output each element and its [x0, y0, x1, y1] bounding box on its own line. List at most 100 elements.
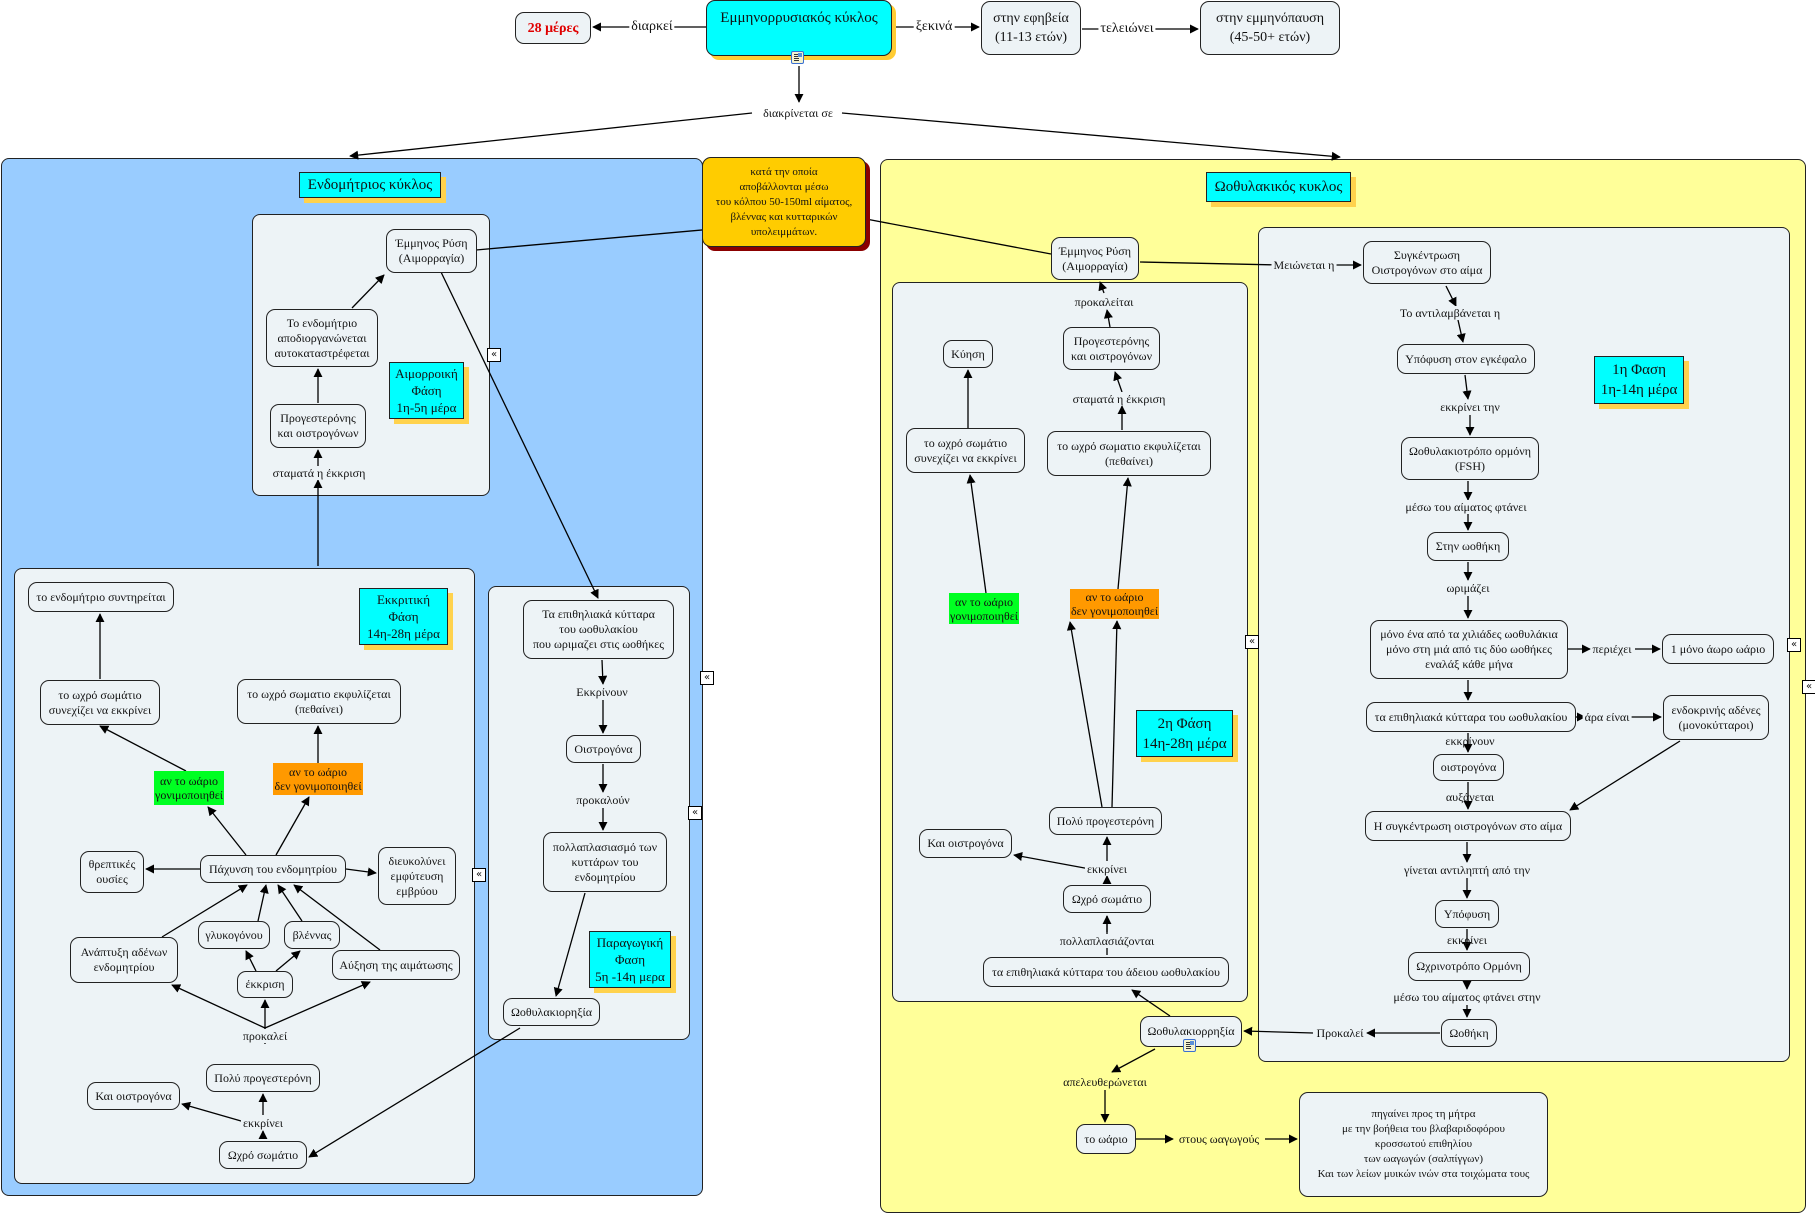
foll-and-estrogens-node[interactable]: Και οιστρογόνα [919, 829, 1012, 858]
foll-to-tubes-link: στους ωαγωγούς [1176, 1132, 1262, 1146]
ends-link-label: τελειώνει [1098, 21, 1156, 36]
endo-stops-link: σταματά η έκκριση [270, 466, 368, 480]
collapse-icon[interactable]: « [472, 868, 486, 882]
foll-decreases-link: Μειώνεται η [1271, 258, 1337, 272]
endo-secretion-node[interactable]: έκκριση [237, 971, 293, 998]
foll-ovary-node[interactable]: Ωοθήκη [1441, 1019, 1497, 1047]
foll-caused-link: προκαλείται [1072, 295, 1136, 309]
collapse-icon[interactable]: « [1802, 680, 1815, 694]
endo-much-progesterone-node[interactable]: Πολύ προγεστερόνη [206, 1064, 320, 1092]
collapse-icon[interactable]: « [487, 348, 501, 362]
foll-perceived-link: Το αντιλαμβάνεται η [1397, 306, 1503, 320]
foll-cl-degenerates-node[interactable]: το ωχρό σωματιο εκφυλίζεται (πεθαίνει) [1047, 431, 1211, 476]
endo-epithelial-node[interactable]: Τα επιθηλιακά κύτταρα του ωοθυλακίου που… [523, 600, 674, 659]
endo-cause-link: προκαλούν [574, 793, 632, 807]
foll-released-link: απελευθερώνεται [1061, 1075, 1149, 1089]
foll-egg-node[interactable]: το ωάριο [1076, 1124, 1136, 1154]
main-concept-node[interactable]: Εμμηνορρυσιακός κύκλος [706, 0, 892, 56]
follicular-title: Ωοθυλακικός κυκλος [1206, 172, 1351, 202]
foll-tube-transport-node[interactable]: πηγαίνει προς τη μήτρα με την βοήθεια το… [1299, 1092, 1548, 1197]
foll-immature-egg-node[interactable]: 1 μόνο άωρο ωάριο [1662, 634, 1774, 664]
endo-breakdown-node[interactable]: Το ενδομήτριο αποδιοργανώνεται αυτοκατασ… [266, 309, 378, 367]
foll-hormones-node[interactable]: Προγεστερόνης και οιστρογόνων [1063, 327, 1160, 370]
endo-multiplication-node[interactable]: πολλαπλασιασμό των κυττάρων του ενδομητρ… [543, 832, 667, 892]
endo-thickening-node[interactable]: Πάχυνση του ενδομητρίου [200, 855, 346, 883]
foll-menses-node[interactable]: Έμμηνος Ρύση (Αιμορραγία) [1051, 237, 1139, 280]
foll-contains-link: περιέχει [1590, 642, 1634, 656]
endo-cl-degenerates-node[interactable]: το ωχρό σωματιο εκφυλίζεται (πεθαίνει) [237, 679, 401, 724]
foll-if-not-fertilized: αν το ωάριο δεν γονιμοποιηθεί [1070, 589, 1159, 619]
foll-multiply-link: πολλαπλασιάζονται [1057, 934, 1157, 948]
endo-causes-link: προκαλεί [240, 1029, 290, 1043]
foll-cl-continues-node[interactable]: το ωχρό σωμάτιο συνεχίζει να εκκρίνει [906, 428, 1025, 473]
foll-matures-link: ωριμάζει [1444, 581, 1492, 595]
endo-cl-continues-node[interactable]: το ωχρό σωμάτιο συνεχίζει να εκκρίνει [40, 680, 160, 725]
foll-fsh-node[interactable]: Ωοθυλακιοτρόπο ορμόνη (FSH) [1401, 437, 1539, 480]
endo-and-estrogens-node[interactable]: Και οιστρογόνα [87, 1082, 180, 1110]
endo-secrete-link: Εκκρίνουν [574, 685, 630, 699]
foll-blood-estrogen-node[interactable]: Η συγκέντρωση οιστρογόνων στο αίμα [1365, 811, 1571, 841]
endo-glycogen-node[interactable]: γλυκογόνου [198, 921, 270, 949]
endo-implantation-node[interactable]: διευκολύνει εμφύτευση εμβρύου [378, 847, 456, 905]
foll-therefore-link: άρα είναι [1582, 710, 1632, 724]
foll-stops-link: σταματά η έκκριση [1070, 392, 1168, 406]
foll-via-blood-to-link: μέσω του αίματος φτάνει στην [1391, 990, 1543, 1004]
foll-much-progesterone-node[interactable]: Πολύ προγεστερόνη [1049, 807, 1162, 835]
proliferative-phase-label: Παραγωγική Φαση 5η -14η μερα [589, 931, 671, 988]
endo-blood-supply-node[interactable]: Αύξηση της αιμάτωσης [332, 950, 460, 980]
duration-link-label: διαρκεί [629, 19, 675, 34]
foll-corpus-luteum-node[interactable]: Ωχρό σωμάτιο [1063, 885, 1151, 913]
foll-lh-node[interactable]: Ωχρινοτρόπο Ορμόνη [1408, 952, 1530, 981]
foll-secretes-link2: εκκρίνει [1446, 933, 1488, 947]
phase1-label: 1η Φαση 1η-14η μέρα [1594, 356, 1684, 404]
puberty-node[interactable]: στην εφηβεία (11-13 ετών) [981, 1, 1081, 55]
phase2-label: 2η Φάση 14η-28η μέρα [1136, 710, 1233, 757]
collapse-icon[interactable]: « [688, 806, 702, 820]
divides-link-label: διακρίνεται σε [761, 106, 835, 120]
duration-value-node[interactable]: 28 μέρες [515, 12, 591, 44]
menstrual-phase-label: Αιμορροική Φάση 1η-5η μέρα [389, 362, 464, 419]
foll-follicle-epithelial-node[interactable]: τα επιθηλιακά κύτταρα του ωοθυλακίου [1366, 702, 1576, 732]
collapse-icon[interactable]: « [1245, 635, 1259, 649]
foll-estrogens-node[interactable]: οιστρογόνα [1433, 754, 1504, 781]
endo-nutrients-node[interactable]: θρεπτικές ουσίες [80, 851, 144, 893]
endo-maintained-node[interactable]: το ενδομήτριο συντηρείται [28, 582, 174, 612]
endo-estrogens-node[interactable]: Οιστρογόνα [566, 735, 641, 763]
endo-secretes-link: εκκρίνει [240, 1116, 286, 1130]
foll-secretes-the-link: εκκρίνει την [1438, 400, 1502, 414]
starts-link-label: ξεκινά [913, 19, 955, 34]
foll-estrogen-conc-node[interactable]: Συγκέντρωση Οιστρογόνων στο αίμα [1363, 241, 1491, 284]
endo-gland-growth-node[interactable]: Ανάπτυξη αδένων ενδομητρίου [70, 937, 178, 983]
endo-if-fertilized: αν το ωάριο γονιμοποιηθεί [154, 771, 224, 805]
foll-perceived-by-link: γίνεται αντιληπτή από την [1401, 863, 1533, 877]
edge-connector [349, 112, 753, 160]
foll-causes-link: Προκαλεί [1314, 1026, 1366, 1040]
foll-via-blood-link: μέσω του αίματος φτάνει [1403, 500, 1529, 514]
foll-empty-follicle-node[interactable]: τα επιθηλιακά κύτταρα του άδειου ωοθυλακ… [983, 957, 1229, 987]
foll-pituitary-brain-node[interactable]: Υπόφυση στον εγκέφαλο [1397, 344, 1535, 374]
endo-menses-node[interactable]: Έμμηνος Ρύση (Αιμορραγία) [386, 229, 477, 273]
foll-endocrine-glands-node[interactable]: ενδοκρινής αδένες (μονοκύτταροι) [1663, 695, 1769, 740]
edge-connector [841, 112, 1341, 161]
collapse-icon[interactable]: « [1787, 638, 1801, 652]
collapse-icon[interactable]: « [700, 671, 714, 685]
main-concept-note-icon[interactable] [791, 51, 804, 64]
foll-increases-link: αυξάνεται [1445, 790, 1495, 804]
endometrial-title: Ενδομήτριος κύκλος [299, 172, 441, 198]
ovulation-note-icon[interactable] [1183, 1039, 1196, 1052]
endo-hormones-node[interactable]: Προγεστερόνης και οιστρογόνων [270, 404, 366, 448]
endo-if-not-fertilized: αν το ωάριο δεν γονιμοποιηθεί [273, 763, 363, 795]
secretory-phase-label: Εκκριτική Φάση 14η-28η μέρα [359, 588, 448, 645]
foll-secrete-link: εκκρίνουν [1445, 734, 1495, 748]
foll-pregnancy-node[interactable]: Κύηση [943, 340, 993, 368]
foll-secretes-link: εκκρίνει [1084, 862, 1130, 876]
foll-one-follicle-node[interactable]: μόνο ένα από τα χιλιάδες ωοθυλάκια μόνο … [1370, 620, 1568, 679]
menopause-node[interactable]: στην εμμηνόπαυση (45-50+ ετών) [1200, 1, 1340, 55]
foll-pituitary-node[interactable]: Υπόφυση [1435, 900, 1499, 928]
foll-if-fertilized: αν το ωάριο γονιμοποιηθεί [949, 593, 1019, 624]
endo-ovulation-node[interactable]: Ωοθυλακιορηξία [503, 998, 600, 1026]
foll-to-ovary-node[interactable]: Στην ωοθήκη [1427, 532, 1509, 561]
endo-mucus-node[interactable]: βλέννας [284, 921, 340, 949]
endo-corpus-luteum-node[interactable]: Ωχρό σωμάτιο [219, 1141, 307, 1169]
bleeding-note-node[interactable]: κατά την οποία αποβάλλονται μέσω του κόλ… [702, 157, 866, 247]
